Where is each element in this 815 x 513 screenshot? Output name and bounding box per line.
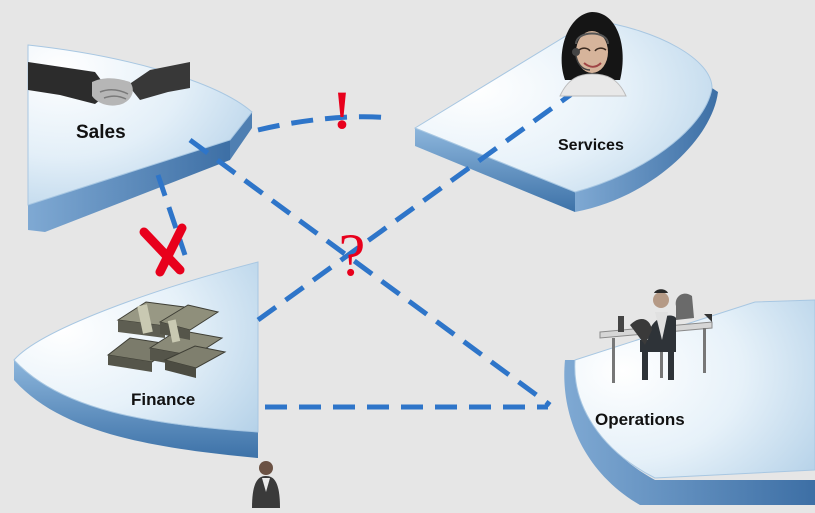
operations-label: Operations	[595, 410, 685, 429]
handshake-icon	[28, 62, 190, 106]
connectors	[155, 72, 600, 410]
sales-slice-side	[28, 140, 230, 232]
sales-label: Sales	[76, 122, 126, 143]
cross-mark	[139, 223, 187, 277]
connector-sales-finance	[155, 174, 188, 256]
operations-slice-top	[574, 299, 815, 479]
sales-slice-side-curve	[230, 112, 252, 160]
services-slice-side-left	[415, 128, 575, 212]
connector-finance-services	[256, 72, 600, 323]
connector-sales-operations	[188, 137, 552, 408]
headset-agent-icon	[559, 12, 627, 97]
finance-slice-side	[14, 360, 258, 458]
question-mark: ?	[339, 222, 366, 288]
services-slice-top	[413, 19, 713, 193]
services-slice	[413, 19, 718, 212]
operations-slice	[564, 299, 815, 505]
money-stack-icon	[106, 301, 227, 378]
services-label: Services	[558, 137, 624, 154]
services-slice-side-curve	[575, 88, 718, 212]
office-desk-worker-icon	[599, 289, 713, 383]
connector-sales-services	[257, 114, 391, 133]
finance-label: Finance	[131, 390, 196, 409]
exclamation-mark: !	[333, 80, 351, 140]
operations-slice-side	[564, 360, 815, 505]
person-icon	[252, 461, 280, 508]
